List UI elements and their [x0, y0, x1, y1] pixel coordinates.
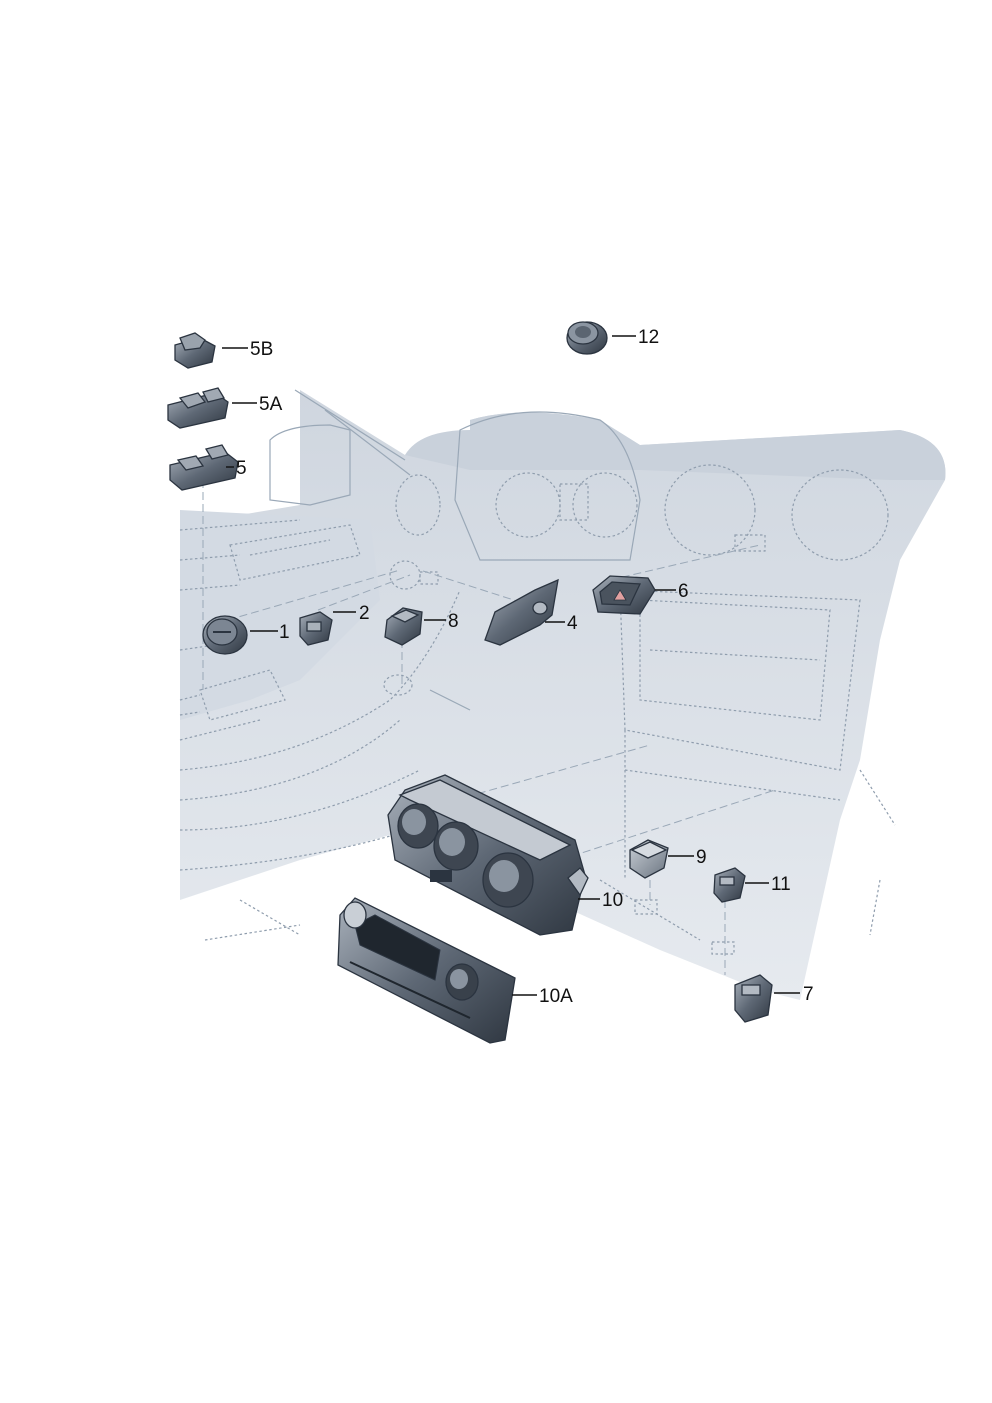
callout-4-label: 4 [567, 613, 578, 634]
part-5-window-switch [169, 444, 239, 491]
callout-5b: 5B [222, 339, 273, 360]
part-10-climate-control [387, 774, 589, 936]
part-10a-climate-control-display [337, 897, 516, 1044]
part-6-hazard-switch [592, 575, 656, 615]
part-2-switch [299, 611, 333, 646]
part-1-light-switch [202, 615, 248, 655]
callout-5-label: 5 [236, 458, 247, 479]
part-9-switch-cap [629, 839, 669, 879]
callout-5b-label: 5B [250, 339, 273, 360]
callout-5a-label: 5A [259, 394, 283, 415]
part-5a-window-switch [167, 387, 229, 429]
dashboard-background [179, 389, 946, 1000]
callout-4: 4 [545, 613, 578, 634]
callout-11-label: 11 [771, 874, 791, 895]
part-11-socket [713, 867, 746, 903]
part-8-switch [384, 607, 423, 646]
part-7-socket [734, 974, 773, 1023]
callout-10: 10 [578, 890, 623, 911]
part-12-rotary-knob [566, 321, 608, 355]
callout-6: 6 [655, 581, 689, 602]
callout-5a: 5A [232, 394, 283, 415]
callout-5: 5 [226, 458, 247, 479]
callout-2-label: 2 [359, 603, 370, 624]
callout-8-label: 8 [448, 611, 459, 632]
callout-7-label: 7 [803, 984, 814, 1005]
callout-9: 9 [668, 847, 707, 868]
callout-10a-label: 10A [539, 986, 573, 1007]
callout-11: 11 [745, 874, 791, 895]
callout-6-label: 6 [678, 581, 689, 602]
callout-10-label: 10 [602, 890, 623, 911]
callout-8: 8 [424, 611, 459, 632]
callout-2: 2 [333, 603, 370, 624]
part-5b-window-switch [174, 332, 216, 369]
callout-1-label: 1 [279, 622, 290, 643]
callout-7: 7 [774, 984, 814, 1005]
callout-9-label: 9 [696, 847, 707, 868]
callout-1: 1 [250, 622, 290, 643]
callout-12: 12 [612, 327, 659, 348]
callout-10a: 10A [512, 986, 573, 1007]
callout-12-label: 12 [638, 327, 659, 348]
part-4-trim-panel [484, 578, 559, 646]
